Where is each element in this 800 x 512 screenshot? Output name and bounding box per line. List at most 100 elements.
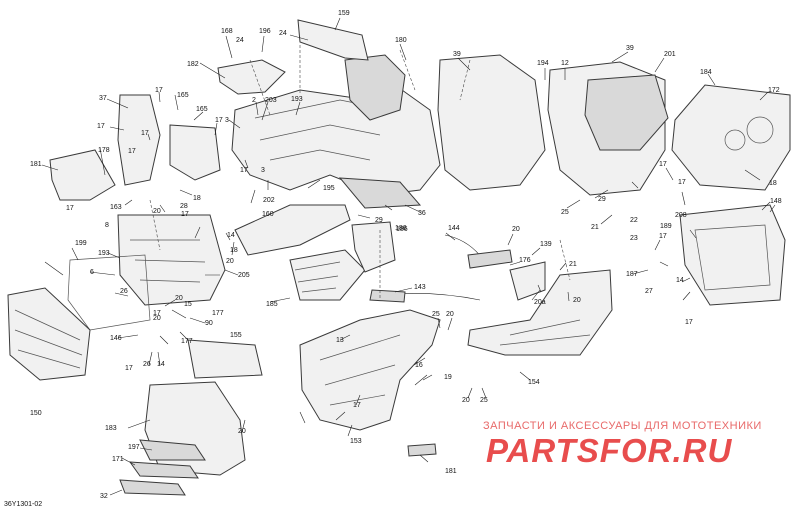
callout-label: 17: [659, 233, 667, 240]
callout-label: 39: [453, 51, 461, 58]
callout-label: 186: [396, 226, 408, 233]
callout-label: 139: [540, 241, 552, 248]
callout-label: 29: [375, 217, 383, 224]
callout-label: 2: [252, 97, 256, 104]
callout-label: 36: [418, 210, 426, 217]
callout-label: 26: [143, 361, 151, 368]
callout-label: 17: [153, 310, 161, 317]
callout-label: 183: [105, 425, 117, 432]
callout-label: 24: [279, 30, 287, 37]
callout-label: 196: [259, 28, 271, 35]
callout-label: 17: [685, 319, 693, 326]
callout-label: 180: [395, 37, 407, 44]
callout-label: 163: [110, 204, 122, 211]
callout-label: 14: [676, 277, 684, 284]
callout-label: 24: [236, 37, 244, 44]
callout-label: 146: [110, 335, 122, 342]
central-frame-part: [231, 54, 441, 196]
callout-label: 168: [221, 28, 233, 35]
callout-label: 20: [153, 208, 161, 215]
callout-label: 90: [205, 320, 213, 327]
callout-label: 16: [415, 362, 423, 369]
callout-label: 186: [395, 225, 407, 232]
callout-label: 17: [97, 123, 105, 130]
center-lower-panel-part: [299, 309, 441, 431]
callout-label: 20: [175, 295, 183, 302]
right-gauge-panel-part: [671, 84, 791, 191]
callout-label: 143: [414, 284, 426, 291]
callout-label: 20: [462, 397, 470, 404]
callout-label: 17: [141, 130, 149, 137]
callout-label: 182: [187, 61, 199, 68]
callout-label: 144: [448, 225, 460, 232]
callout-label: 193: [98, 250, 110, 257]
callout-label: 176: [519, 257, 531, 264]
callout-label: 15: [184, 301, 192, 308]
callout-label: 14: [157, 361, 165, 368]
callout-label: 20: [573, 297, 581, 304]
callout-label: 205: [238, 272, 250, 279]
callout-label: 3: [261, 167, 265, 174]
callout-label: 25: [480, 397, 488, 404]
callout-label: 208: [675, 212, 687, 219]
callout-label: 12: [561, 60, 569, 67]
center-duct-parts: [234, 177, 422, 301]
callout-label: 165: [177, 92, 189, 99]
callout-label: 20: [446, 311, 454, 318]
callout-label: 17: [66, 205, 74, 212]
callout-label: 148: [770, 198, 782, 205]
left-glovebox-part: [49, 94, 226, 331]
callout-label: 19: [444, 374, 452, 381]
callout-leaders: [41, 17, 776, 496]
callout-label: 29: [598, 196, 606, 203]
callout-label: 199: [75, 240, 87, 247]
callout-label: 17: [659, 161, 667, 168]
callout-label: 201: [664, 51, 676, 58]
callout-label: 17: [155, 87, 163, 94]
callout-label: 189: [660, 223, 672, 230]
watermark-subtitle: ЗАПЧАСТИ И АКСЕССУАРЫ ДЛЯ МОТОТЕХНИКИ: [483, 420, 762, 432]
callout-label: 20: [512, 226, 520, 233]
callout-label: 185: [266, 301, 278, 308]
callout-label: 13: [336, 337, 344, 344]
top-cover-part: [217, 19, 369, 95]
watermark-logo: PARTSFOR.RU: [486, 432, 733, 469]
callout-label: 20: [153, 315, 161, 322]
drawing-code: 36Y1301-02: [4, 501, 43, 508]
callout-label: 25: [561, 209, 569, 216]
callout-labels: 168 196 159 24 180 24 182 2 203 193 39 1…: [30, 10, 782, 500]
callout-label: 153: [350, 438, 362, 445]
callout-label: 18: [230, 247, 238, 254]
callout-label: 160: [262, 211, 274, 218]
callout-label: 28: [180, 203, 188, 210]
callout-label: 20a: [534, 299, 546, 306]
callout-label: 18: [769, 180, 777, 187]
assembly-line: [149, 45, 571, 300]
left-side-panel-part: [7, 287, 91, 381]
callout-label: 17: [240, 167, 248, 174]
callout-label: 181: [30, 161, 42, 168]
callout-label: 17: [678, 179, 686, 186]
callout-label: 27: [645, 288, 653, 295]
callout-label: 193: [291, 96, 303, 103]
callout-label: 194: [537, 60, 549, 67]
callout-label: 18: [193, 195, 201, 202]
callout-label: 150: [30, 410, 42, 417]
callout-label: 17: [353, 402, 361, 409]
callout-label: 178: [98, 147, 110, 154]
callout-label: 195: [323, 185, 335, 192]
callout-label: 8: [105, 222, 109, 229]
callout-label: 197: [128, 444, 140, 451]
callout-label: 184: [700, 69, 712, 76]
lower-left-parts: [119, 339, 437, 496]
cables-part: [369, 234, 513, 303]
callout-label: 20: [238, 428, 246, 435]
callout-label: 181: [445, 468, 457, 475]
right-frame-part: [679, 204, 786, 306]
callout-label: 187: [626, 271, 638, 278]
callout-label: 172: [768, 87, 780, 94]
callout-label: 17: [128, 148, 136, 155]
callout-label: 14: [227, 232, 235, 239]
callout-label: 155: [230, 332, 242, 339]
callout-label: 3: [225, 117, 229, 124]
